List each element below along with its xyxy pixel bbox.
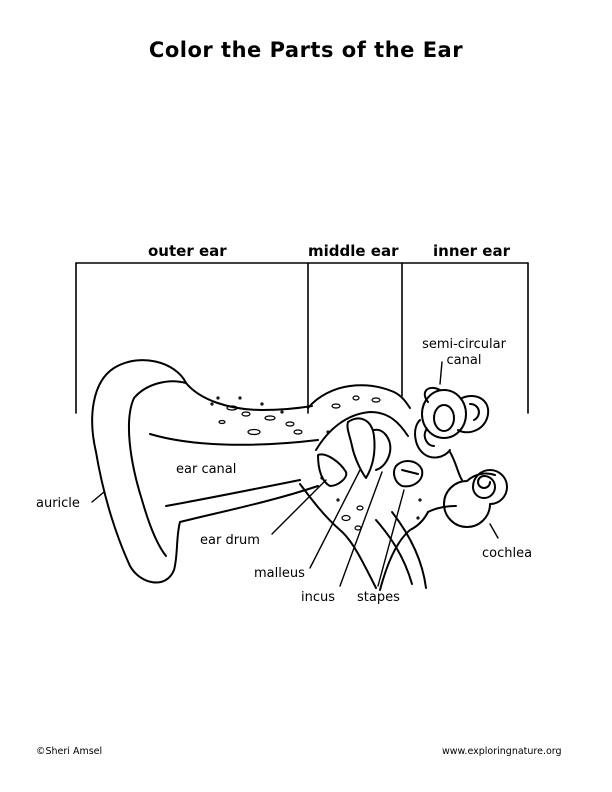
leader-lines (91, 361, 499, 587)
section-label-middle-ear: middle ear (308, 242, 399, 260)
stapes-shape (393, 460, 424, 488)
ear-canal-label: ear canal (176, 462, 237, 477)
bone-speckles (210, 395, 422, 531)
semicircular-label-line1: semi-circular (422, 337, 506, 352)
skull-outline (299, 384, 429, 591)
leader-ear-drum (271, 479, 327, 535)
auricle-label: auricle (36, 496, 80, 511)
leader-auricle (91, 491, 105, 503)
ear-drum-label: ear drum (200, 533, 260, 548)
section-label-outer-ear: outer ear (148, 242, 227, 260)
cochlea-shape (443, 469, 508, 528)
malleus-shape (346, 417, 376, 479)
semicircular-canal-shape (414, 386, 490, 459)
ear-drum-shape (317, 453, 348, 487)
leader-incus (339, 471, 383, 587)
malleus-label: malleus (254, 566, 305, 581)
copyright-text: ©Sheri Amsel (36, 746, 103, 757)
auricle-shape (91, 359, 313, 584)
leader-semicircular (439, 361, 443, 385)
semicircular-canal-label: semi-circular canal (414, 337, 514, 369)
leader-stapes (377, 489, 405, 587)
incus-shape (373, 428, 392, 471)
website-link[interactable]: www.exploringnature.org (442, 746, 562, 757)
page-title: Color the Parts of the Ear (148, 38, 464, 62)
ear-canal-shape (149, 433, 319, 523)
section-brackets (75, 262, 529, 414)
incus-label: incus (301, 590, 336, 605)
leader-cochlea (489, 523, 499, 539)
semicircular-label-line2: canal (446, 353, 482, 368)
stapes-label: stapes (357, 590, 400, 605)
leader-malleus (309, 469, 361, 569)
cochlea-label: cochlea (482, 546, 533, 561)
section-label-inner-ear: inner ear (433, 242, 510, 260)
